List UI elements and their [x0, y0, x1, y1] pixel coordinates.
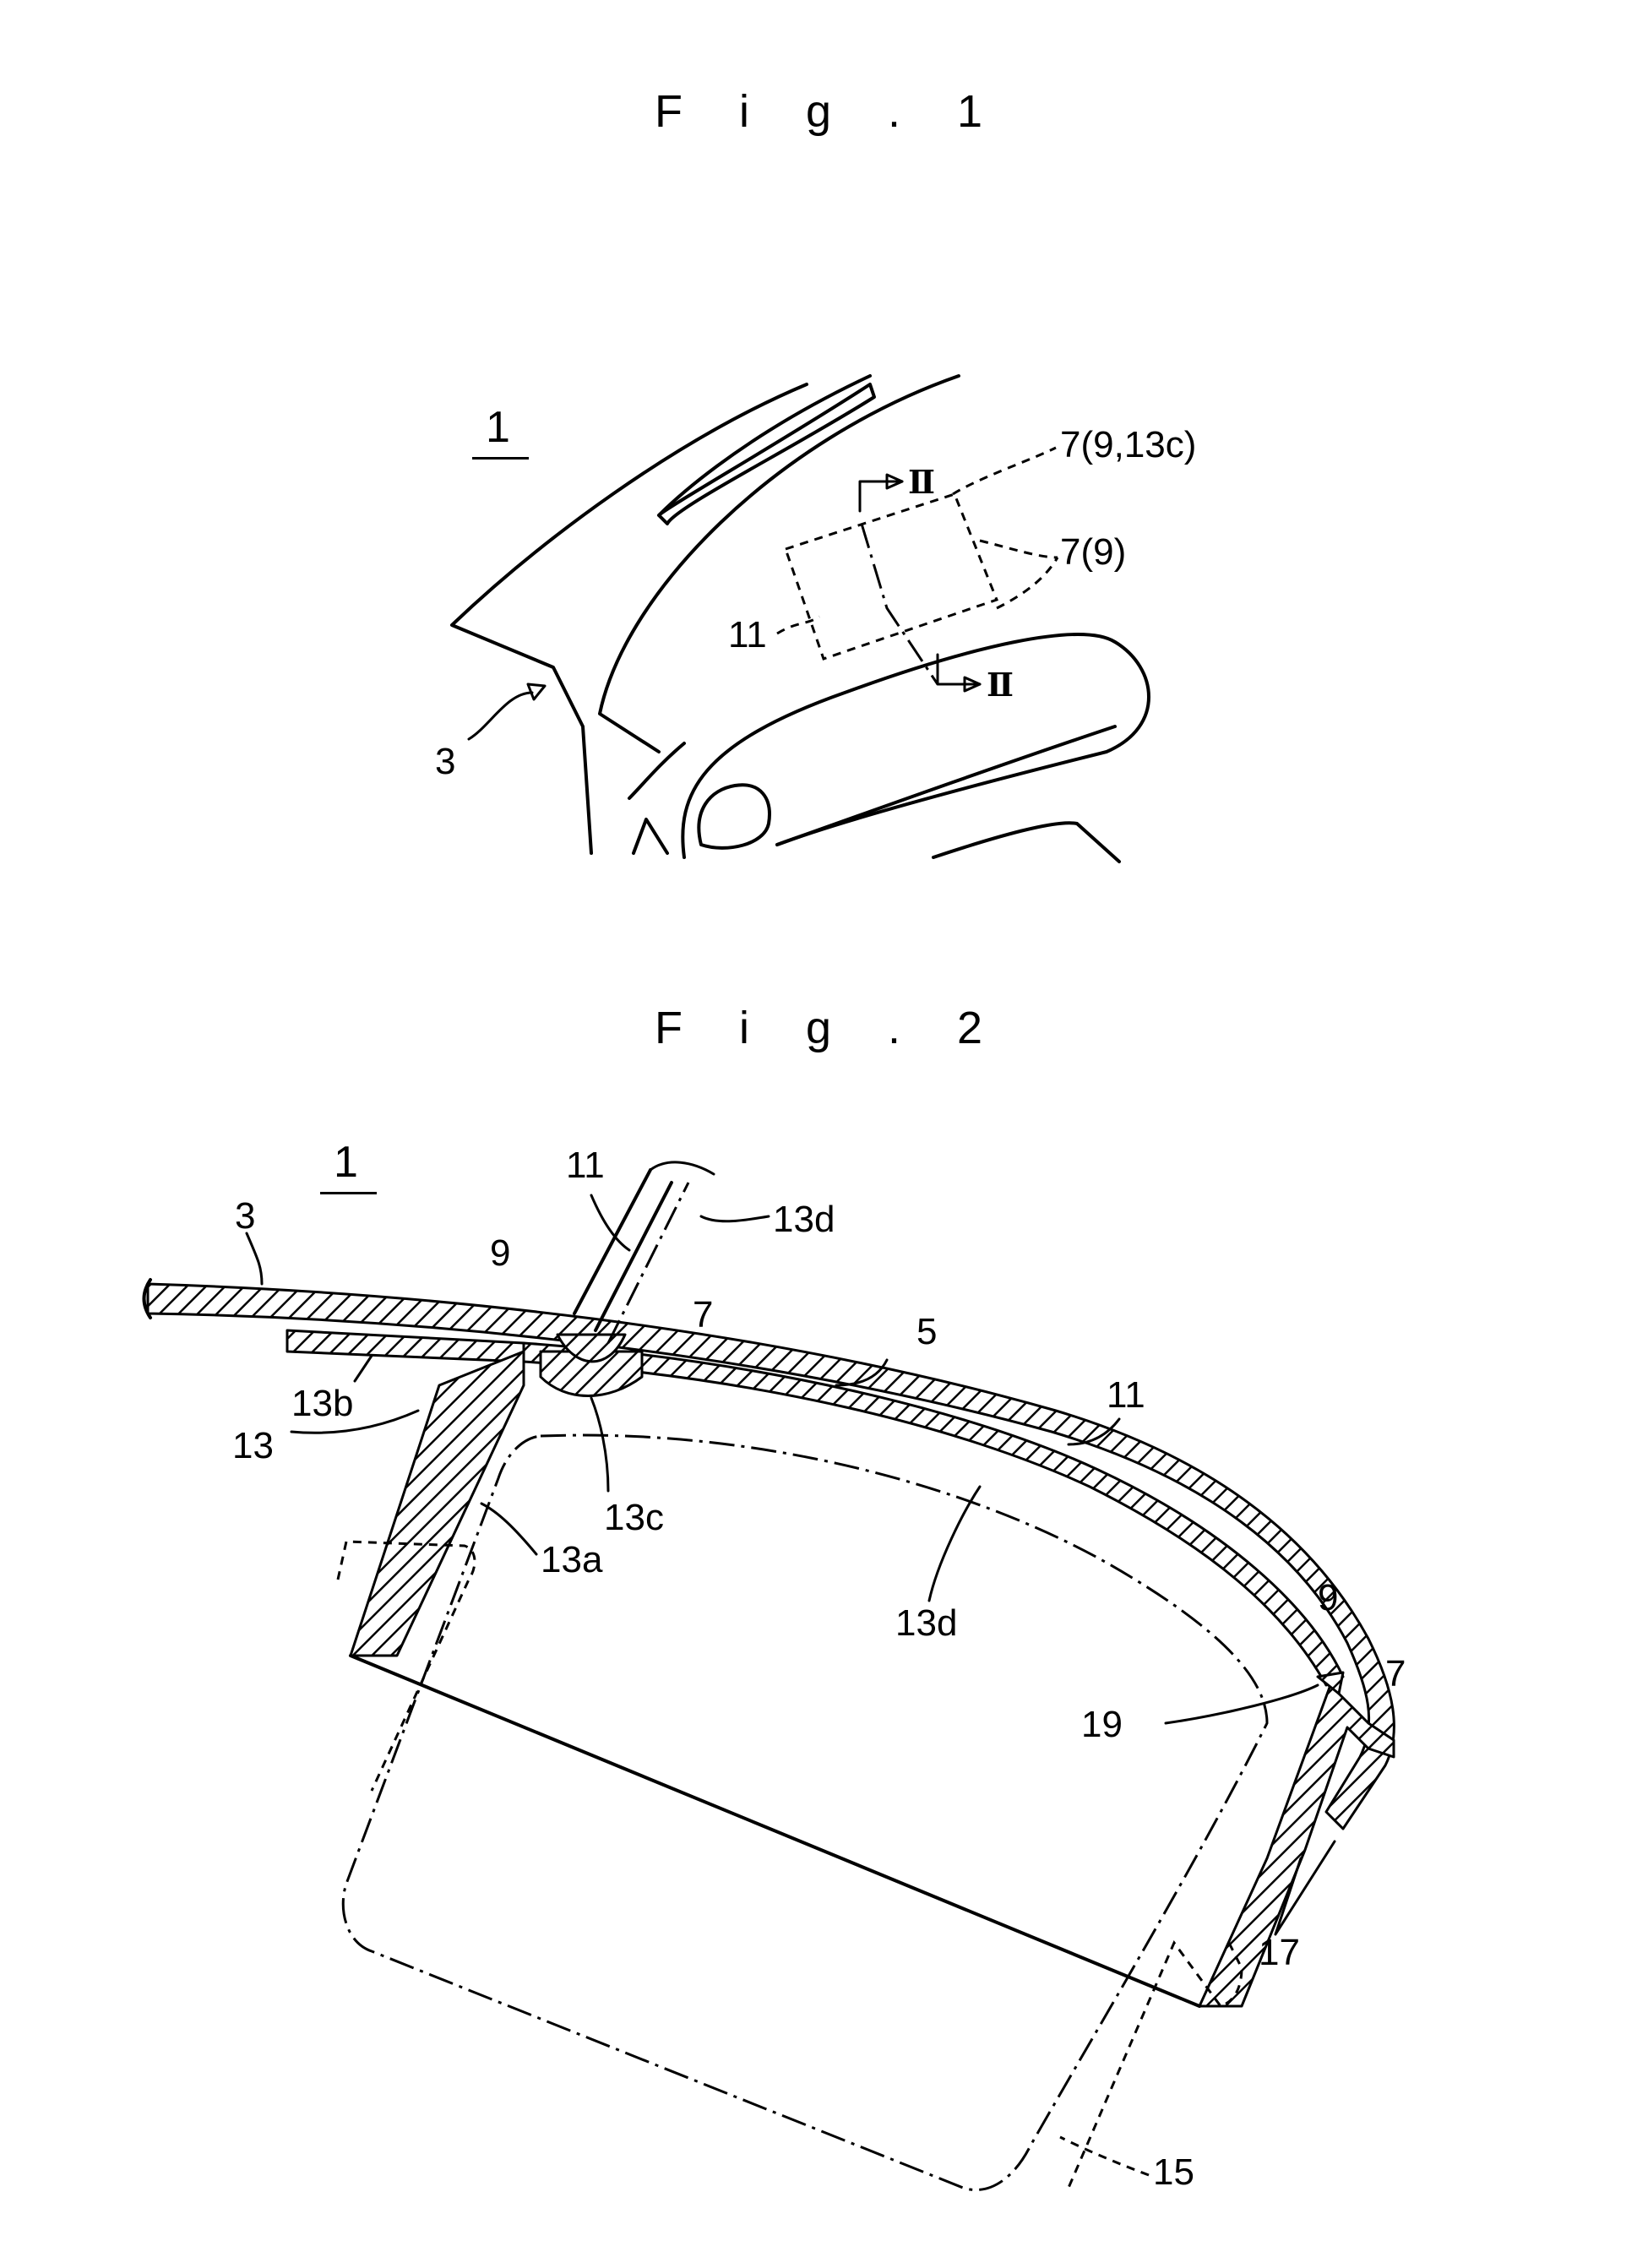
fig2-label-13a: 13a: [541, 1542, 602, 1579]
fig1-leader-7-9-a: [980, 541, 1058, 557]
fig1-tear-line-rect: [786, 494, 997, 659]
fig2-label-9-right: 9: [1318, 1580, 1338, 1617]
fig1-handle: [634, 819, 667, 853]
fig1-label-7-9: 7(9): [1060, 534, 1126, 571]
fig2-label-17: 17: [1259, 1934, 1300, 1972]
fig2-leader-13a: [481, 1504, 536, 1554]
fig1-label-7-9-13c: 7(9,13c): [1060, 427, 1196, 464]
fig1-leader-3-arrow: [528, 684, 545, 699]
fig2-label-13: 13: [232, 1428, 274, 1465]
fig1-section-tick-top: [860, 481, 902, 511]
fig2-label-7-right: 7: [1385, 1656, 1406, 1693]
fig1-windshield-edge: [600, 376, 959, 752]
fig1-device-number: 1: [486, 405, 510, 449]
fig1-section-mark-top: Ⅱ: [908, 467, 935, 499]
fig2-label-3: 3: [235, 1198, 255, 1235]
fig2-leader-15: [1060, 2137, 1149, 2175]
fig2-label-9-left: 9: [490, 1235, 510, 1272]
fig1-side-vent: [699, 785, 770, 848]
fig2-label-13b: 13b: [291, 1385, 353, 1422]
fig2-label-11-right: 11: [1107, 1377, 1145, 1414]
fig2-label-15: 15: [1153, 2154, 1194, 2191]
fig2-retainer-body: [351, 1656, 1199, 2006]
fig2-leader-13b: [355, 1356, 372, 1381]
fig2-door-flange-13b: [287, 1330, 524, 1362]
fig1-hood-inner: [777, 726, 1115, 845]
fig1-title: F i g . 1: [655, 89, 1004, 134]
fig2-leader-3: [247, 1233, 262, 1284]
fig2-label-13c: 13c: [604, 1499, 664, 1536]
fig1-panel-label: 3: [435, 743, 455, 780]
fig1-lower-line: [933, 823, 1119, 862]
fig2-laser-beam-cap: [650, 1162, 714, 1174]
fig2-airbag-module-15: [343, 1435, 1267, 2190]
fig2-title: F i g . 2: [655, 1005, 1004, 1051]
fig1-leader-7-9-13c: [953, 448, 1056, 494]
fig2-tear-path-11: [608, 1183, 688, 1343]
fig1-label-11: 11: [728, 617, 767, 654]
fig1-section-mark-bottom: Ⅱ: [987, 670, 1014, 702]
fig1-leader-3: [469, 693, 532, 739]
fig2-leader-13d-top: [701, 1216, 769, 1221]
fig2-laser-beam-13d: [574, 1170, 672, 1330]
fig2-leader-19: [1166, 1685, 1318, 1723]
fig1-defroster-slot: [659, 384, 874, 524]
fig2-leader-13d-mid: [929, 1487, 980, 1601]
fig2-drawing: [144, 1162, 1395, 2190]
fig2-label-5: 5: [916, 1313, 937, 1351]
fig2-device-number: 1: [334, 1140, 358, 1184]
fig2-label-13d-top: 13d: [773, 1201, 835, 1238]
fig2-label-13d-mid: 13d: [895, 1605, 957, 1642]
fig2-label-19: 19: [1081, 1706, 1123, 1743]
fig1-section-line: [862, 524, 938, 684]
fig2-leader-13c: [591, 1398, 608, 1491]
fig1-drawing: [452, 376, 1149, 862]
fig2-retainer-wall-13a: [351, 1352, 524, 1656]
fig1-leader-7-9-b: [997, 557, 1058, 608]
fig2-label-7-left: 7: [693, 1297, 713, 1334]
fig2-label-11-top: 11: [566, 1147, 605, 1184]
